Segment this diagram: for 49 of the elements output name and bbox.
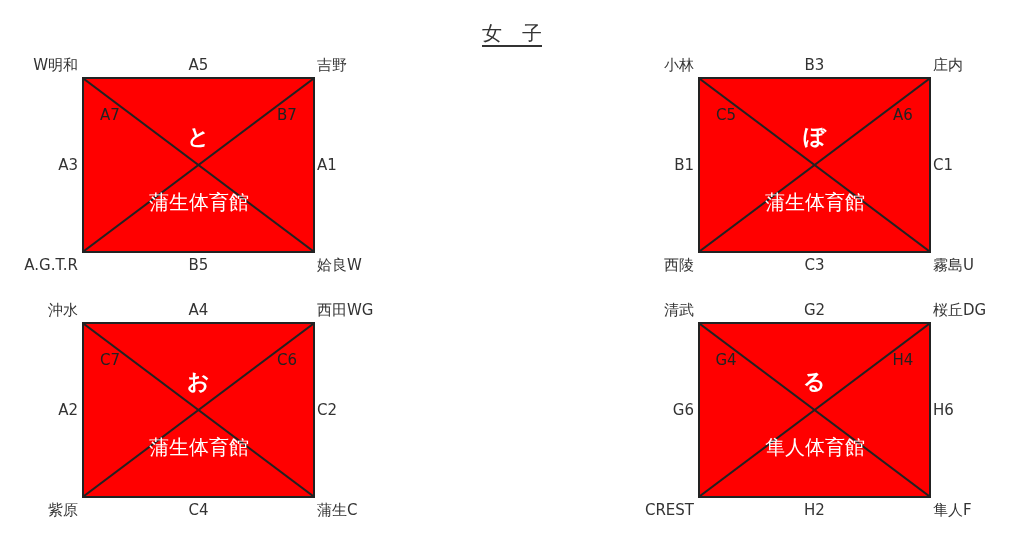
match-code: B1 [674,155,694,175]
team-name: 桜丘DG [933,300,987,320]
match-code: C7 [100,350,120,370]
match-code: A5 [188,55,209,75]
match-code: C4 [188,500,209,520]
match-code: H2 [804,500,825,520]
match-code: C2 [317,400,338,420]
match-code: A4 [188,300,209,320]
venue-name: 隼人体育館 [763,435,866,459]
team-name: 沖水 [48,300,78,320]
match-code: B5 [188,255,209,275]
team-name: 吉野 [317,55,347,75]
match-code: A2 [58,400,78,420]
match-code: A6 [893,105,913,125]
team-name: 西陵 [664,255,694,275]
team-name: 蒲生C [317,500,358,520]
group-letter: る [802,370,827,394]
team-name: 紫原 [48,500,78,520]
match-code: H4 [892,350,914,370]
match-code: A3 [58,155,78,175]
venue-name: 蒲生体育館 [147,190,250,214]
match-code: C3 [804,255,825,275]
team-name: 霧島U [933,255,974,275]
group-letter: と [186,125,211,149]
match-code: B3 [804,55,825,75]
match-code: H6 [933,400,954,420]
team-name: 庄内 [933,55,963,75]
match-code: A1 [317,155,337,175]
match-code: C1 [933,155,954,175]
team-name: 清武 [664,300,694,320]
team-name: W明和 [33,55,78,75]
team-name: A.G.T.R [24,255,78,275]
venue-name: 蒲生体育館 [763,190,866,214]
match-code: A7 [100,105,120,125]
team-name: 姶良W [317,255,362,275]
team-name: 隼人F [933,500,972,520]
venue-name: 蒲生体育館 [147,435,250,459]
team-name: 小林 [664,55,694,75]
match-code: G6 [672,400,694,420]
title: 女 子 [482,21,542,45]
match-code: G4 [715,350,737,370]
group-letter: お [186,370,211,394]
match-code: C6 [277,350,297,370]
team-name: 西田WG [317,300,374,320]
team-name: CREST [644,500,694,520]
match-code: B7 [277,105,297,125]
match-code: G2 [803,300,826,320]
group-letter: ぼ [802,125,828,149]
match-code: C5 [716,105,736,125]
